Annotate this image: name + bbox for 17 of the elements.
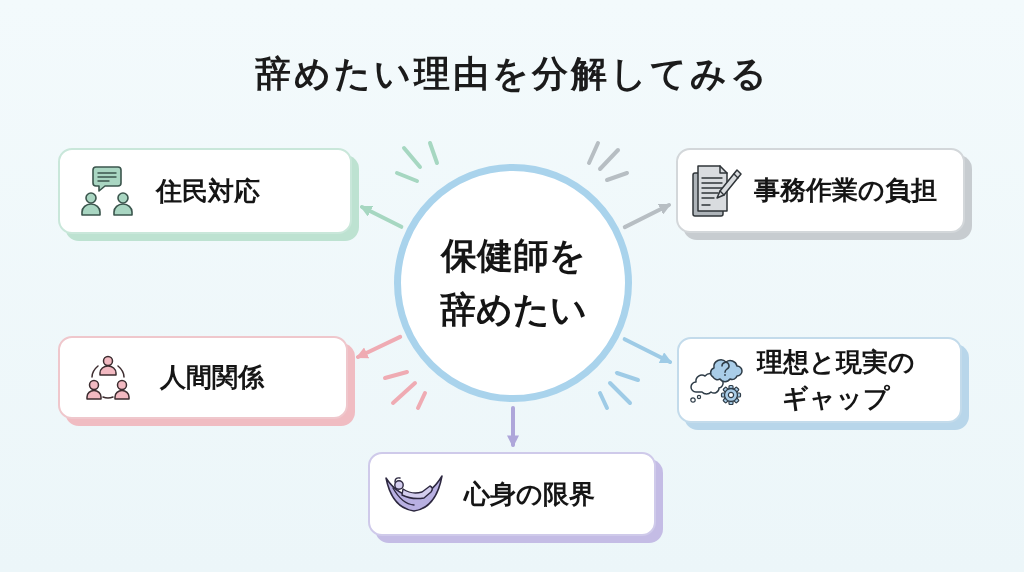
circle-heading: 保健師を辞めたい (438, 234, 588, 332)
arrow (359, 205, 404, 229)
arrow (507, 406, 519, 448)
diagram-title: 辞めたい理由を分解してみる (254, 52, 770, 96)
card-label: 事務作業の負担 (754, 174, 937, 208)
card-label: 理想と現実のギャップ (755, 345, 916, 415)
reason-card (677, 337, 969, 430)
arrow (622, 337, 673, 364)
reason-card (676, 148, 972, 240)
reason-card (58, 148, 359, 241)
card-label: 人間関係 (160, 361, 264, 395)
card-label: 住民対応 (156, 174, 260, 208)
reason-card (368, 452, 663, 543)
arrow (622, 203, 672, 230)
arrow (355, 334, 403, 359)
reason-card (58, 336, 355, 426)
card-label: 心身の限界 (464, 477, 595, 511)
